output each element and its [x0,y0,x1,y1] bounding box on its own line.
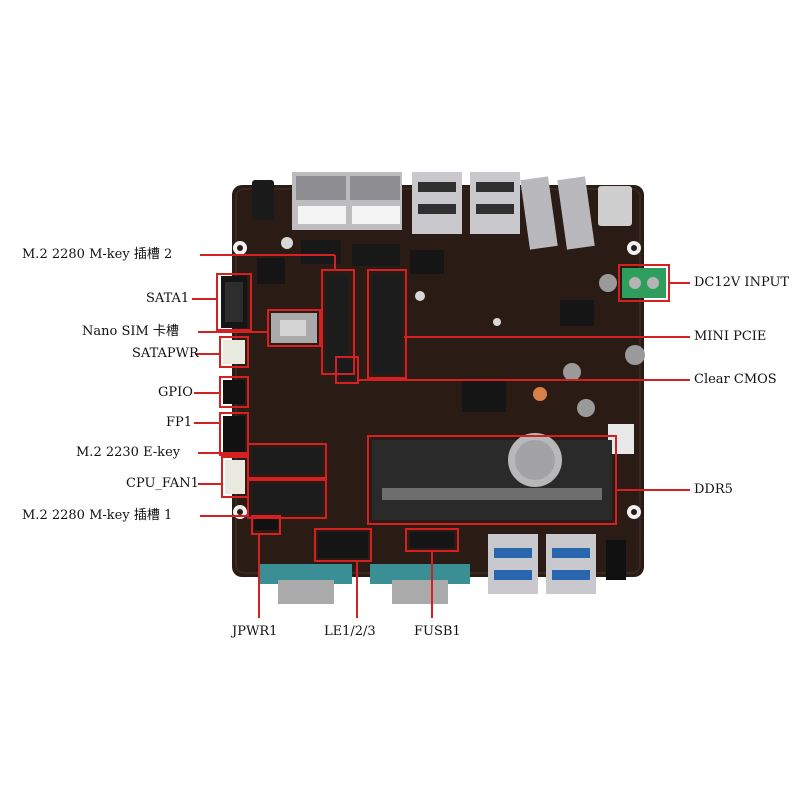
fusb1-header [410,532,454,548]
label-fp1: FP1 [166,415,193,430]
label-nano-sim: Nano SIM 卡槽 [82,324,179,339]
display-ports [520,176,595,250]
jpwr1-header [254,518,278,530]
chips [257,240,634,454]
m2-slot2 [326,274,348,370]
m2-slot1 [252,484,322,514]
clear-cmos-jumper [339,360,355,380]
power-button [606,540,626,580]
top-usb-ports [412,172,520,234]
fp1-header [223,416,245,452]
capacitors [563,274,645,417]
ddr5-slot [372,433,612,520]
label-gpio: GPIO [158,385,193,400]
label-m2-slot1: M.2 2280 M-key 插槽 1 [22,508,173,523]
dual-lan-ports [292,172,402,230]
label-jpwr1: JPWR1 [232,624,278,639]
label-cpu-fan1: CPU_FAN1 [126,476,199,491]
label-ddr5: DDR5 [694,482,733,497]
label-m2-ekey: M.2 2230 E-key [76,445,181,460]
label-clear-cmos: Clear CMOS [694,372,777,387]
label-satapwr: SATAPWR [132,346,199,361]
audio-jack [252,180,274,220]
le-headers [318,532,368,558]
mini-pcie-slot [372,274,402,374]
label-mini-pcie: MINI PCIE [694,329,767,344]
dc12v-terminal [622,268,666,298]
label-sata1: SATA1 [146,291,190,306]
label-dc12v-input: DC12V INPUT [694,275,790,290]
cpu-fan-header [225,460,245,494]
label-fusb1: FUSB1 [414,624,461,639]
callout-leaders [192,254,690,618]
dc-jack [598,186,632,226]
gpio-header [223,380,245,404]
m2-ekey-slot [252,448,322,474]
serial-ports [258,564,470,604]
mounting-holes [233,237,641,519]
label-le123: LE1/2/3 [324,624,376,639]
satapwr-connector [223,340,245,364]
bottom-usb-ports [488,534,596,594]
label-m2-slot2: M.2 2280 M-key 插槽 2 [22,247,173,262]
